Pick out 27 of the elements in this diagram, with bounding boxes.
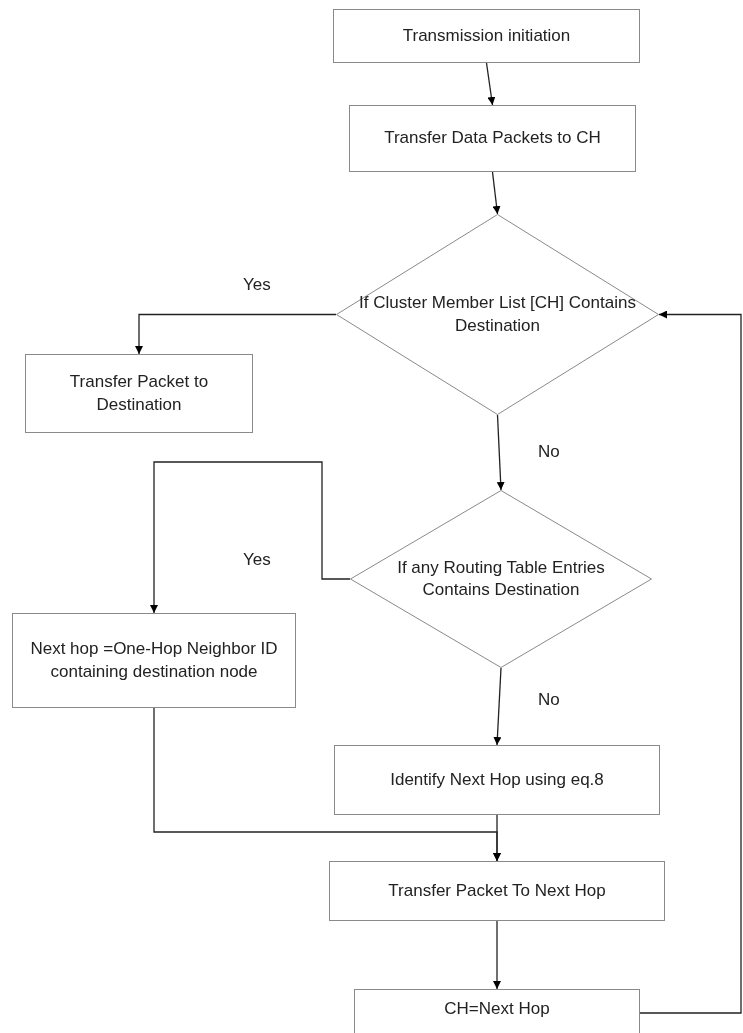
process-box	[334, 745, 660, 815]
process-box	[354, 989, 640, 1033]
node-label: Identify Next Hop using eq.8	[390, 768, 604, 791]
node-label: If any Routing Table Entries Contains Destination	[396, 556, 606, 601]
arrow	[493, 667, 502, 746]
decision-diamond	[350, 490, 652, 668]
arrow	[135, 313, 337, 355]
process-box	[329, 861, 665, 921]
node-label: Transmission initiation	[402, 24, 571, 47]
process-box	[12, 613, 296, 708]
arrow	[493, 920, 501, 990]
node-label: Transfer Packet To Next Hop	[388, 879, 606, 902]
arrow	[496, 414, 505, 491]
arrow	[491, 171, 501, 215]
process-box	[333, 9, 640, 63]
node-label: Transfer Packet to Destination	[68, 371, 210, 416]
node-label: Transfer Data Packets to CH	[384, 127, 601, 150]
arrow	[150, 461, 351, 614]
arrow	[153, 707, 501, 862]
process-box	[349, 105, 636, 172]
node-label: If Cluster Member List [CH] Contains Destination	[358, 292, 637, 337]
arrow	[639, 310, 742, 1014]
process-box	[25, 354, 253, 433]
node-label: Next hop =One-Hop Neighbor ID containing destination node	[29, 638, 279, 683]
node-label: CH=Next Hop	[444, 998, 550, 1020]
arrow	[485, 62, 496, 106]
decision-diamond	[336, 214, 659, 415]
